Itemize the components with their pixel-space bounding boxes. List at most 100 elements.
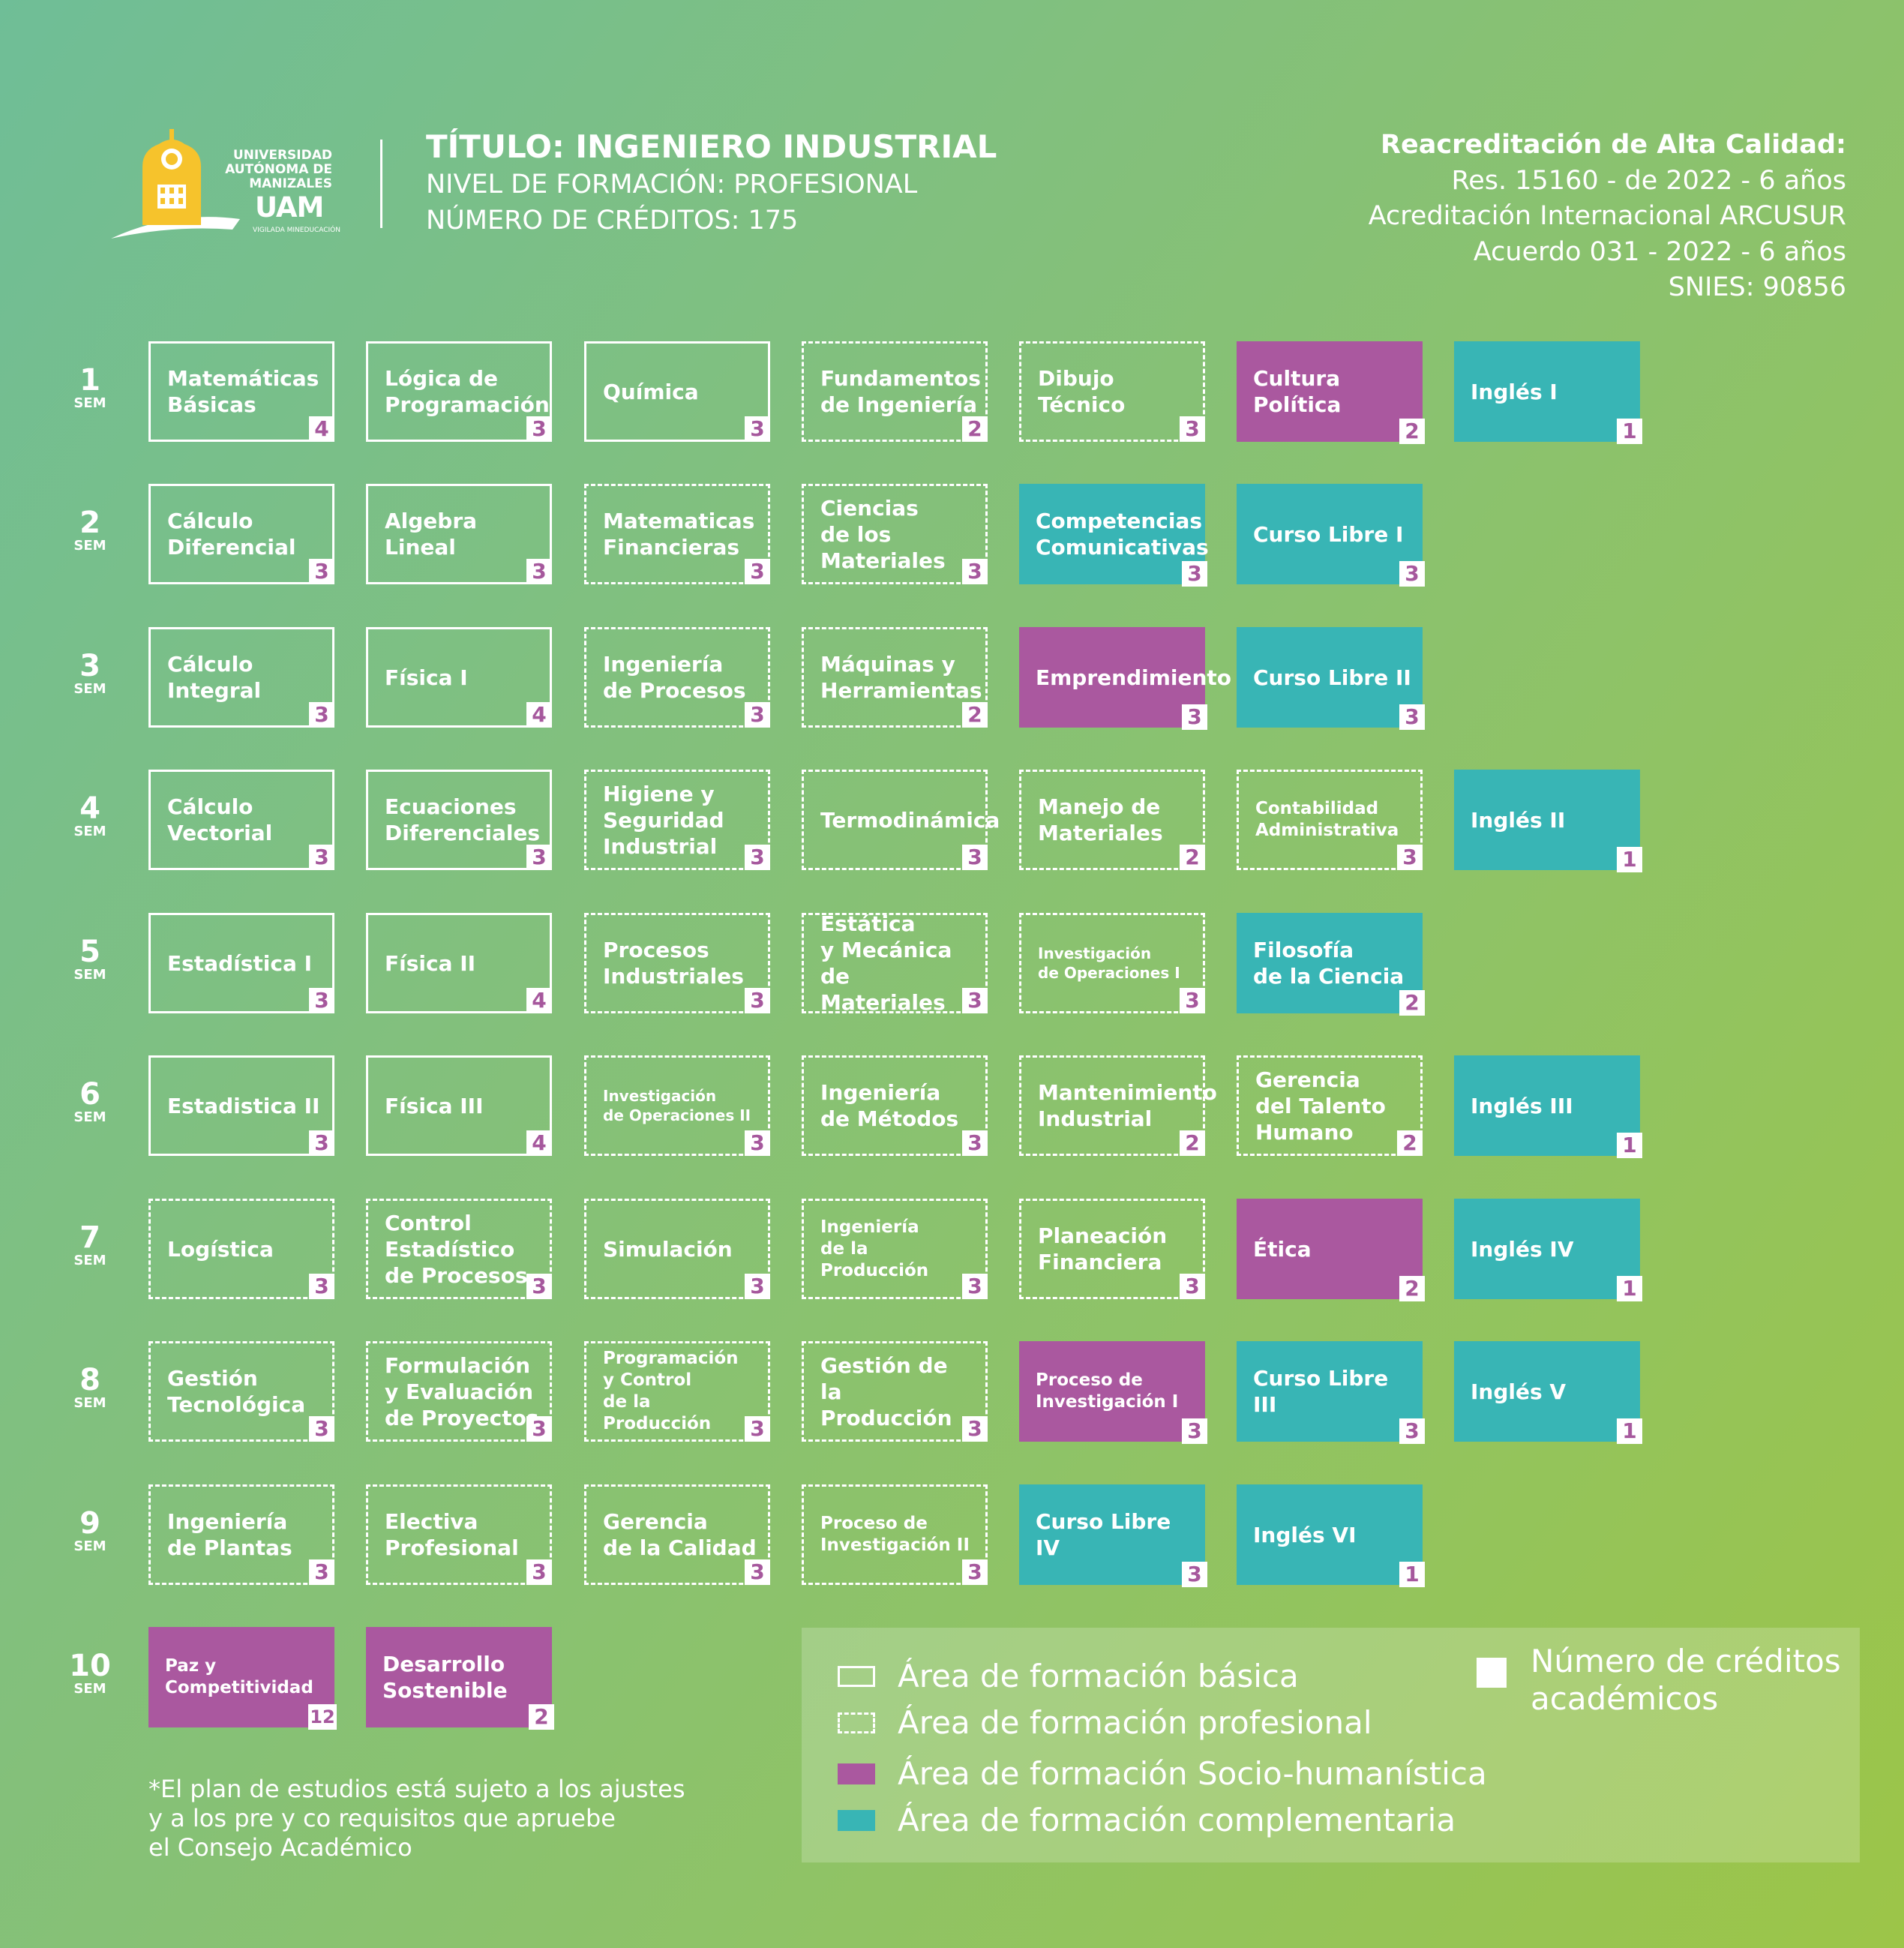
course-name: Lógica de Programación bbox=[385, 366, 550, 417]
course-name: Ecuaciones Diferenciales bbox=[385, 794, 541, 845]
semester-sem-text: SEM bbox=[73, 967, 106, 983]
accreditation-line: Res. 15160 - de 2022 - 6 años bbox=[1451, 165, 1847, 196]
course-name: Ética bbox=[1253, 1236, 1312, 1262]
course-credits-badge: 2 bbox=[1180, 1130, 1205, 1156]
course-credits-badge: 3 bbox=[1397, 845, 1423, 870]
course-name: Matemáticas Básicas bbox=[167, 366, 319, 417]
course-credits-badge: 3 bbox=[526, 559, 552, 584]
legend-label: Área de formación complementaria bbox=[898, 1802, 1456, 1838]
course-credits-badge: 3 bbox=[745, 1130, 770, 1156]
course-credits-badge: 3 bbox=[745, 559, 770, 584]
semester-number: 2 bbox=[79, 506, 100, 540]
course-credits-badge: 1 bbox=[1617, 1418, 1642, 1444]
course-name: Inglés II bbox=[1471, 807, 1566, 833]
accreditation-line: Acuerdo 031 - 2022 - 6 años bbox=[1473, 236, 1846, 267]
white-square-swatch-icon bbox=[1477, 1658, 1507, 1688]
legend-item-comp: Área de formación complementaria bbox=[838, 1802, 1456, 1839]
uam-logo bbox=[111, 129, 240, 239]
program-title: TÍTULO: INGENIERO INDUSTRIAL bbox=[426, 128, 997, 165]
course-name: Formulación y Evaluación de Proyectos bbox=[385, 1352, 539, 1430]
logo-university-name: UNIVERSIDAD AUTÓNOMA DE MANIZALES bbox=[220, 149, 332, 191]
course-name: Gestión Tecnológica bbox=[167, 1366, 306, 1417]
course-credits-badge: 3 bbox=[309, 702, 334, 728]
course-name: Curso Libre II bbox=[1253, 665, 1411, 690]
course-name: Fundamentos de Ingeniería bbox=[820, 366, 981, 417]
course-name: Simulación bbox=[603, 1236, 733, 1262]
course-credits-badge: 3 bbox=[745, 845, 770, 870]
course-name: Algebra Lineal bbox=[385, 509, 478, 560]
course-name: Máquinas y Herramientas bbox=[820, 652, 982, 703]
course-name: Mantenimiento Industrial bbox=[1038, 1080, 1217, 1131]
course-name: Electiva Profesional bbox=[385, 1509, 519, 1560]
course-box: Física I 4 bbox=[366, 627, 552, 728]
course-credits-badge: 3 bbox=[962, 1559, 988, 1585]
course-credits-badge: 3 bbox=[526, 1274, 552, 1299]
course-name: Física III bbox=[385, 1093, 484, 1118]
course-credits-badge: 2 bbox=[962, 702, 988, 728]
course-box: Inglés V 1 bbox=[1454, 1341, 1642, 1444]
course-credits-badge: 3 bbox=[526, 416, 552, 442]
course-name: Control Estadístico de Procesos bbox=[385, 1210, 528, 1288]
course-box: Electiva Profesional 3 bbox=[366, 1484, 552, 1585]
semester-sem-text: SEM bbox=[73, 1681, 106, 1697]
course-name: Gerencia de la Calidad bbox=[603, 1509, 757, 1560]
semester-number: 5 bbox=[79, 935, 100, 969]
logo-uam-text: UAM bbox=[255, 191, 324, 224]
course-name: Estadística I bbox=[167, 950, 313, 976]
course-name: Cálculo Vectorial bbox=[167, 794, 273, 845]
course-credits-badge: 3 bbox=[1399, 704, 1425, 730]
course-credits-badge: 2 bbox=[1397, 1130, 1423, 1156]
program-title-block: TÍTULO: INGENIERO INDUSTRIAL NIVEL DE FO… bbox=[426, 128, 997, 239]
semester-number: 6 bbox=[79, 1077, 100, 1112]
legend: Área de formación básica Área de formaci… bbox=[802, 1628, 1860, 1862]
legend-credits-label: Número de créditos académicos bbox=[1531, 1643, 1841, 1717]
course-name: Cultura Política bbox=[1253, 366, 1342, 417]
semester-number: 4 bbox=[79, 791, 100, 826]
course-name: Química bbox=[603, 379, 699, 404]
course-name: Investigación de Operaciones I bbox=[1038, 944, 1180, 982]
course-credits-badge: 4 bbox=[526, 988, 552, 1013]
legend-label: Área de formación profesional bbox=[898, 1704, 1372, 1741]
course-credits-badge: 3 bbox=[745, 988, 770, 1013]
course-credits-badge: 4 bbox=[526, 702, 552, 728]
course-name: Ingeniería de Métodos bbox=[820, 1080, 959, 1131]
course-name: Física I bbox=[385, 665, 468, 690]
course-credits-badge: 3 bbox=[1180, 1274, 1205, 1299]
course-credits-badge: 3 bbox=[962, 1130, 988, 1156]
course-credits-badge: 3 bbox=[526, 1559, 552, 1585]
course-name: Programación y Control de la Producción bbox=[603, 1349, 739, 1433]
course-credits-badge: 3 bbox=[309, 1559, 334, 1585]
course-credits-badge: 1 bbox=[1399, 1562, 1425, 1587]
course-credits-badge: 2 bbox=[962, 416, 988, 442]
course-credits-badge: 4 bbox=[309, 416, 334, 442]
course-name: Inglés V bbox=[1471, 1379, 1567, 1404]
course-credits-badge: 4 bbox=[526, 1130, 552, 1156]
course-credits-badge: 12 bbox=[308, 1704, 337, 1730]
semester-sem-text: SEM bbox=[73, 395, 106, 411]
